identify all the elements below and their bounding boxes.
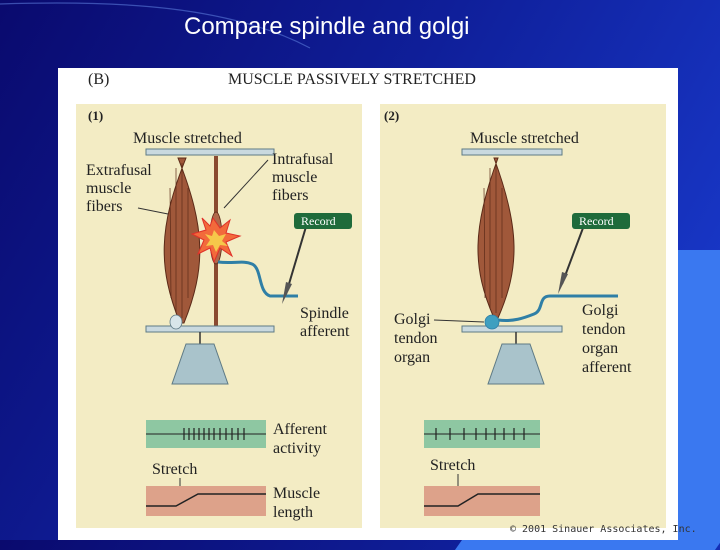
panel1-length-trace	[146, 486, 266, 516]
figure-heading: MUSCLE PASSIVELY STRETCHED	[228, 71, 476, 88]
part-label: (B)	[88, 71, 109, 88]
panel2-golgi-tendon-organ-label: Golgi tendon organ	[394, 311, 442, 366]
title-swoosh	[0, 2, 311, 49]
panel2-activity-spikes	[435, 428, 525, 440]
panel1-top-bar	[145, 148, 275, 156]
figure-panel: (B) MUSCLE PASSIVELY STRETCHED (1) Muscl…	[58, 68, 697, 540]
panel2-golgi-organ	[484, 314, 500, 330]
panel1-intrafusal-label: Intrafusal muscle fibers	[272, 151, 337, 204]
panel1-spindle-nerve	[217, 260, 298, 298]
panel1-muscle-length-label: Muscle length	[273, 485, 324, 521]
panel2-golgi-afferent-label: Golgi tendon organ afferent	[582, 302, 632, 376]
panel2-stretch-label: Stretch	[430, 457, 475, 474]
panel1-background	[76, 104, 362, 528]
panel2-weight	[487, 343, 545, 385]
panel2-record-label: Record	[579, 214, 614, 228]
panel1-afferent-activity-label: Afferent activity	[273, 421, 331, 457]
panel1-muscle-stretched: Muscle stretched	[133, 130, 242, 147]
panel1-activity-spikes	[183, 428, 245, 440]
panel1-label: (1)	[88, 108, 103, 123]
panel1-record-button	[294, 213, 352, 229]
panel2-top-bar	[461, 148, 563, 156]
panel2-label: (2)	[384, 108, 399, 123]
panel2-record-button	[572, 213, 630, 229]
panel1-record-label: Record	[301, 214, 336, 228]
panel1-extrafusal-label: Extrafusal muscle fibers	[86, 162, 156, 215]
panel2-muscle-stretched: Muscle stretched	[470, 130, 579, 147]
panel2-length-trace	[424, 486, 540, 516]
slide-title: Compare spindle and golgi	[184, 13, 470, 40]
panel2-background	[380, 104, 666, 528]
panel1-stretch-label: Stretch	[152, 461, 197, 478]
copyright-notice: © 2001 Sinauer Associates, Inc.	[510, 524, 697, 535]
panel2-bottom-bar	[461, 325, 563, 333]
panel2-golgi-nerve	[497, 294, 618, 322]
panel1-bottom-bar	[145, 325, 275, 333]
panel1-spindle-afferent-label: Spindle afferent	[300, 305, 353, 340]
panel1-weight	[171, 343, 229, 385]
